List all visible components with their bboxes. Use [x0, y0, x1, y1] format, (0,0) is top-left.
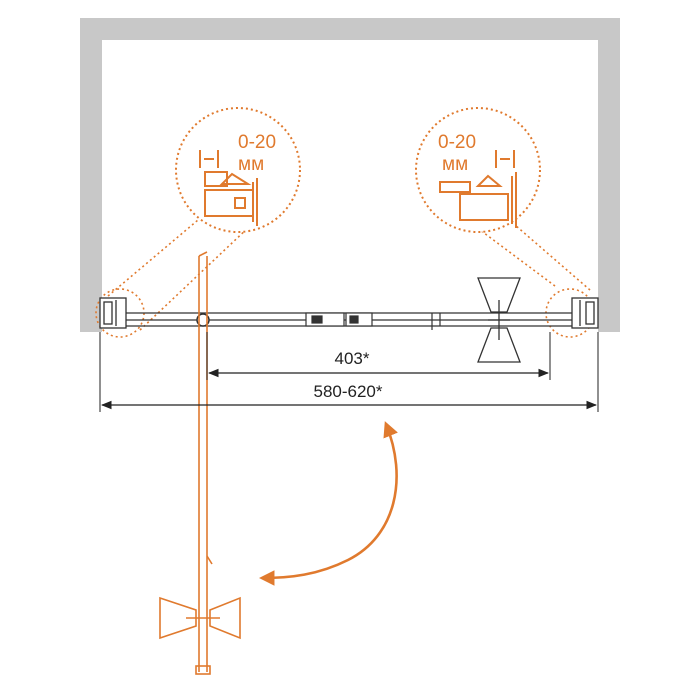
wall-profile-detail-icon — [439, 150, 517, 228]
left-wall-profile — [99, 297, 127, 329]
door-open-leaf — [195, 251, 213, 675]
total-width-label: 580-620* — [313, 382, 382, 401]
wall-profile-detail-icon — [199, 150, 258, 226]
right-wall-profile — [571, 297, 599, 329]
handle-icon — [477, 277, 521, 363]
right-detail-range-label: 0-20 — [438, 132, 476, 153]
right-detail-unit-label: мм — [442, 154, 468, 175]
opening-width-label: 403* — [335, 349, 370, 368]
right-detail-callout: 0-20 мм — [415, 107, 541, 233]
door-fittings — [305, 312, 441, 330]
hinge-pivot — [196, 313, 210, 327]
left-detail-unit-label: мм — [238, 154, 264, 175]
left-detail-range-label: 0-20 — [238, 132, 276, 153]
dimension-total: 580-620* — [99, 332, 599, 412]
left-detail-callout: 0-20 мм — [175, 107, 301, 233]
curved-double-arrow-icon — [258, 421, 398, 586]
dimension-opening: 403* — [206, 332, 551, 380]
handle-icon — [159, 596, 241, 640]
